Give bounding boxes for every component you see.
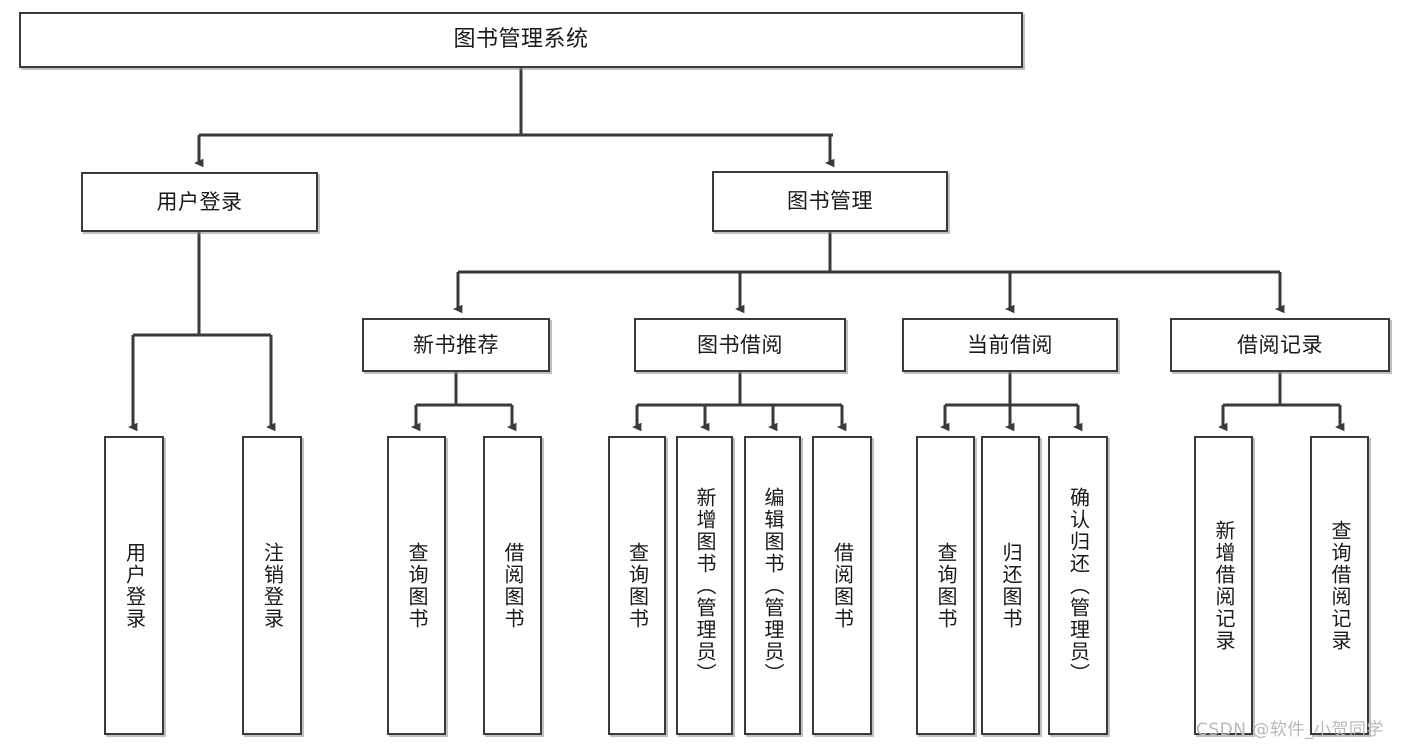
node-leaf-user-login[interactable]: 用户登录 [104, 436, 164, 735]
node-leaf-query-book-borrow[interactable]: 查询图书 [608, 436, 666, 735]
node-label: 新增借阅记录 [1212, 519, 1236, 652]
node-label: 图书借阅 [697, 332, 783, 357]
node-label: 编辑图书（管理员） [761, 486, 785, 685]
node-label: 当前借阅 [967, 332, 1053, 357]
node-leaf-edit-book-admin[interactable]: 编辑图书（管理员） [744, 436, 801, 735]
csdn-watermark: CSDN @软件_小贺同学 [1196, 720, 1384, 740]
node-label: 图书管理系统 [453, 27, 589, 53]
node-book-borrow[interactable]: 图书借阅 [634, 318, 846, 372]
node-label: 注销登录 [260, 541, 285, 630]
node-label: 查询图书 [934, 541, 958, 630]
node-label: 用户登录 [156, 189, 243, 214]
node-label: 查询借阅记录 [1328, 519, 1352, 652]
node-leaf-add-book-admin[interactable]: 新增图书（管理员） [676, 436, 733, 735]
node-label: 归还图书 [999, 541, 1023, 630]
node-leaf-query-book-recommend[interactable]: 查询图书 [387, 436, 446, 735]
node-leaf-user-logout[interactable]: 注销登录 [242, 436, 302, 735]
node-root-system[interactable]: 图书管理系统 [19, 12, 1023, 68]
node-leaf-add-borrow-record[interactable]: 新增借阅记录 [1194, 436, 1253, 735]
node-leaf-query-book-current[interactable]: 查询图书 [916, 436, 975, 735]
node-leaf-borrow-book-recommend[interactable]: 借阅图书 [483, 436, 542, 735]
node-label: 借阅图书 [830, 541, 855, 630]
node-label: 新增图书（管理员） [693, 486, 717, 685]
node-label: 借阅记录 [1237, 332, 1323, 357]
node-label: 新书推荐 [413, 332, 499, 357]
node-user-login[interactable]: 用户登录 [81, 172, 318, 232]
node-book-manage[interactable]: 图书管理 [712, 171, 948, 232]
node-label: 查询图书 [405, 541, 429, 630]
node-leaf-return-book[interactable]: 归还图书 [981, 436, 1040, 735]
node-leaf-query-borrow-record[interactable]: 查询借阅记录 [1310, 436, 1369, 735]
node-label: 查询图书 [625, 541, 650, 630]
node-label: 借阅图书 [501, 541, 525, 630]
node-leaf-confirm-return-admin[interactable]: 确认归还（管理员） [1048, 436, 1108, 735]
node-label: 确认归还（管理员） [1066, 486, 1091, 685]
node-leaf-borrow-book[interactable]: 借阅图书 [812, 436, 872, 735]
node-label: 用户登录 [122, 541, 147, 630]
node-current-borrow[interactable]: 当前借阅 [902, 318, 1118, 372]
node-new-book-recommend[interactable]: 新书推荐 [362, 318, 550, 372]
node-borrow-record[interactable]: 借阅记录 [1170, 318, 1390, 372]
node-label: 图书管理 [787, 189, 873, 214]
